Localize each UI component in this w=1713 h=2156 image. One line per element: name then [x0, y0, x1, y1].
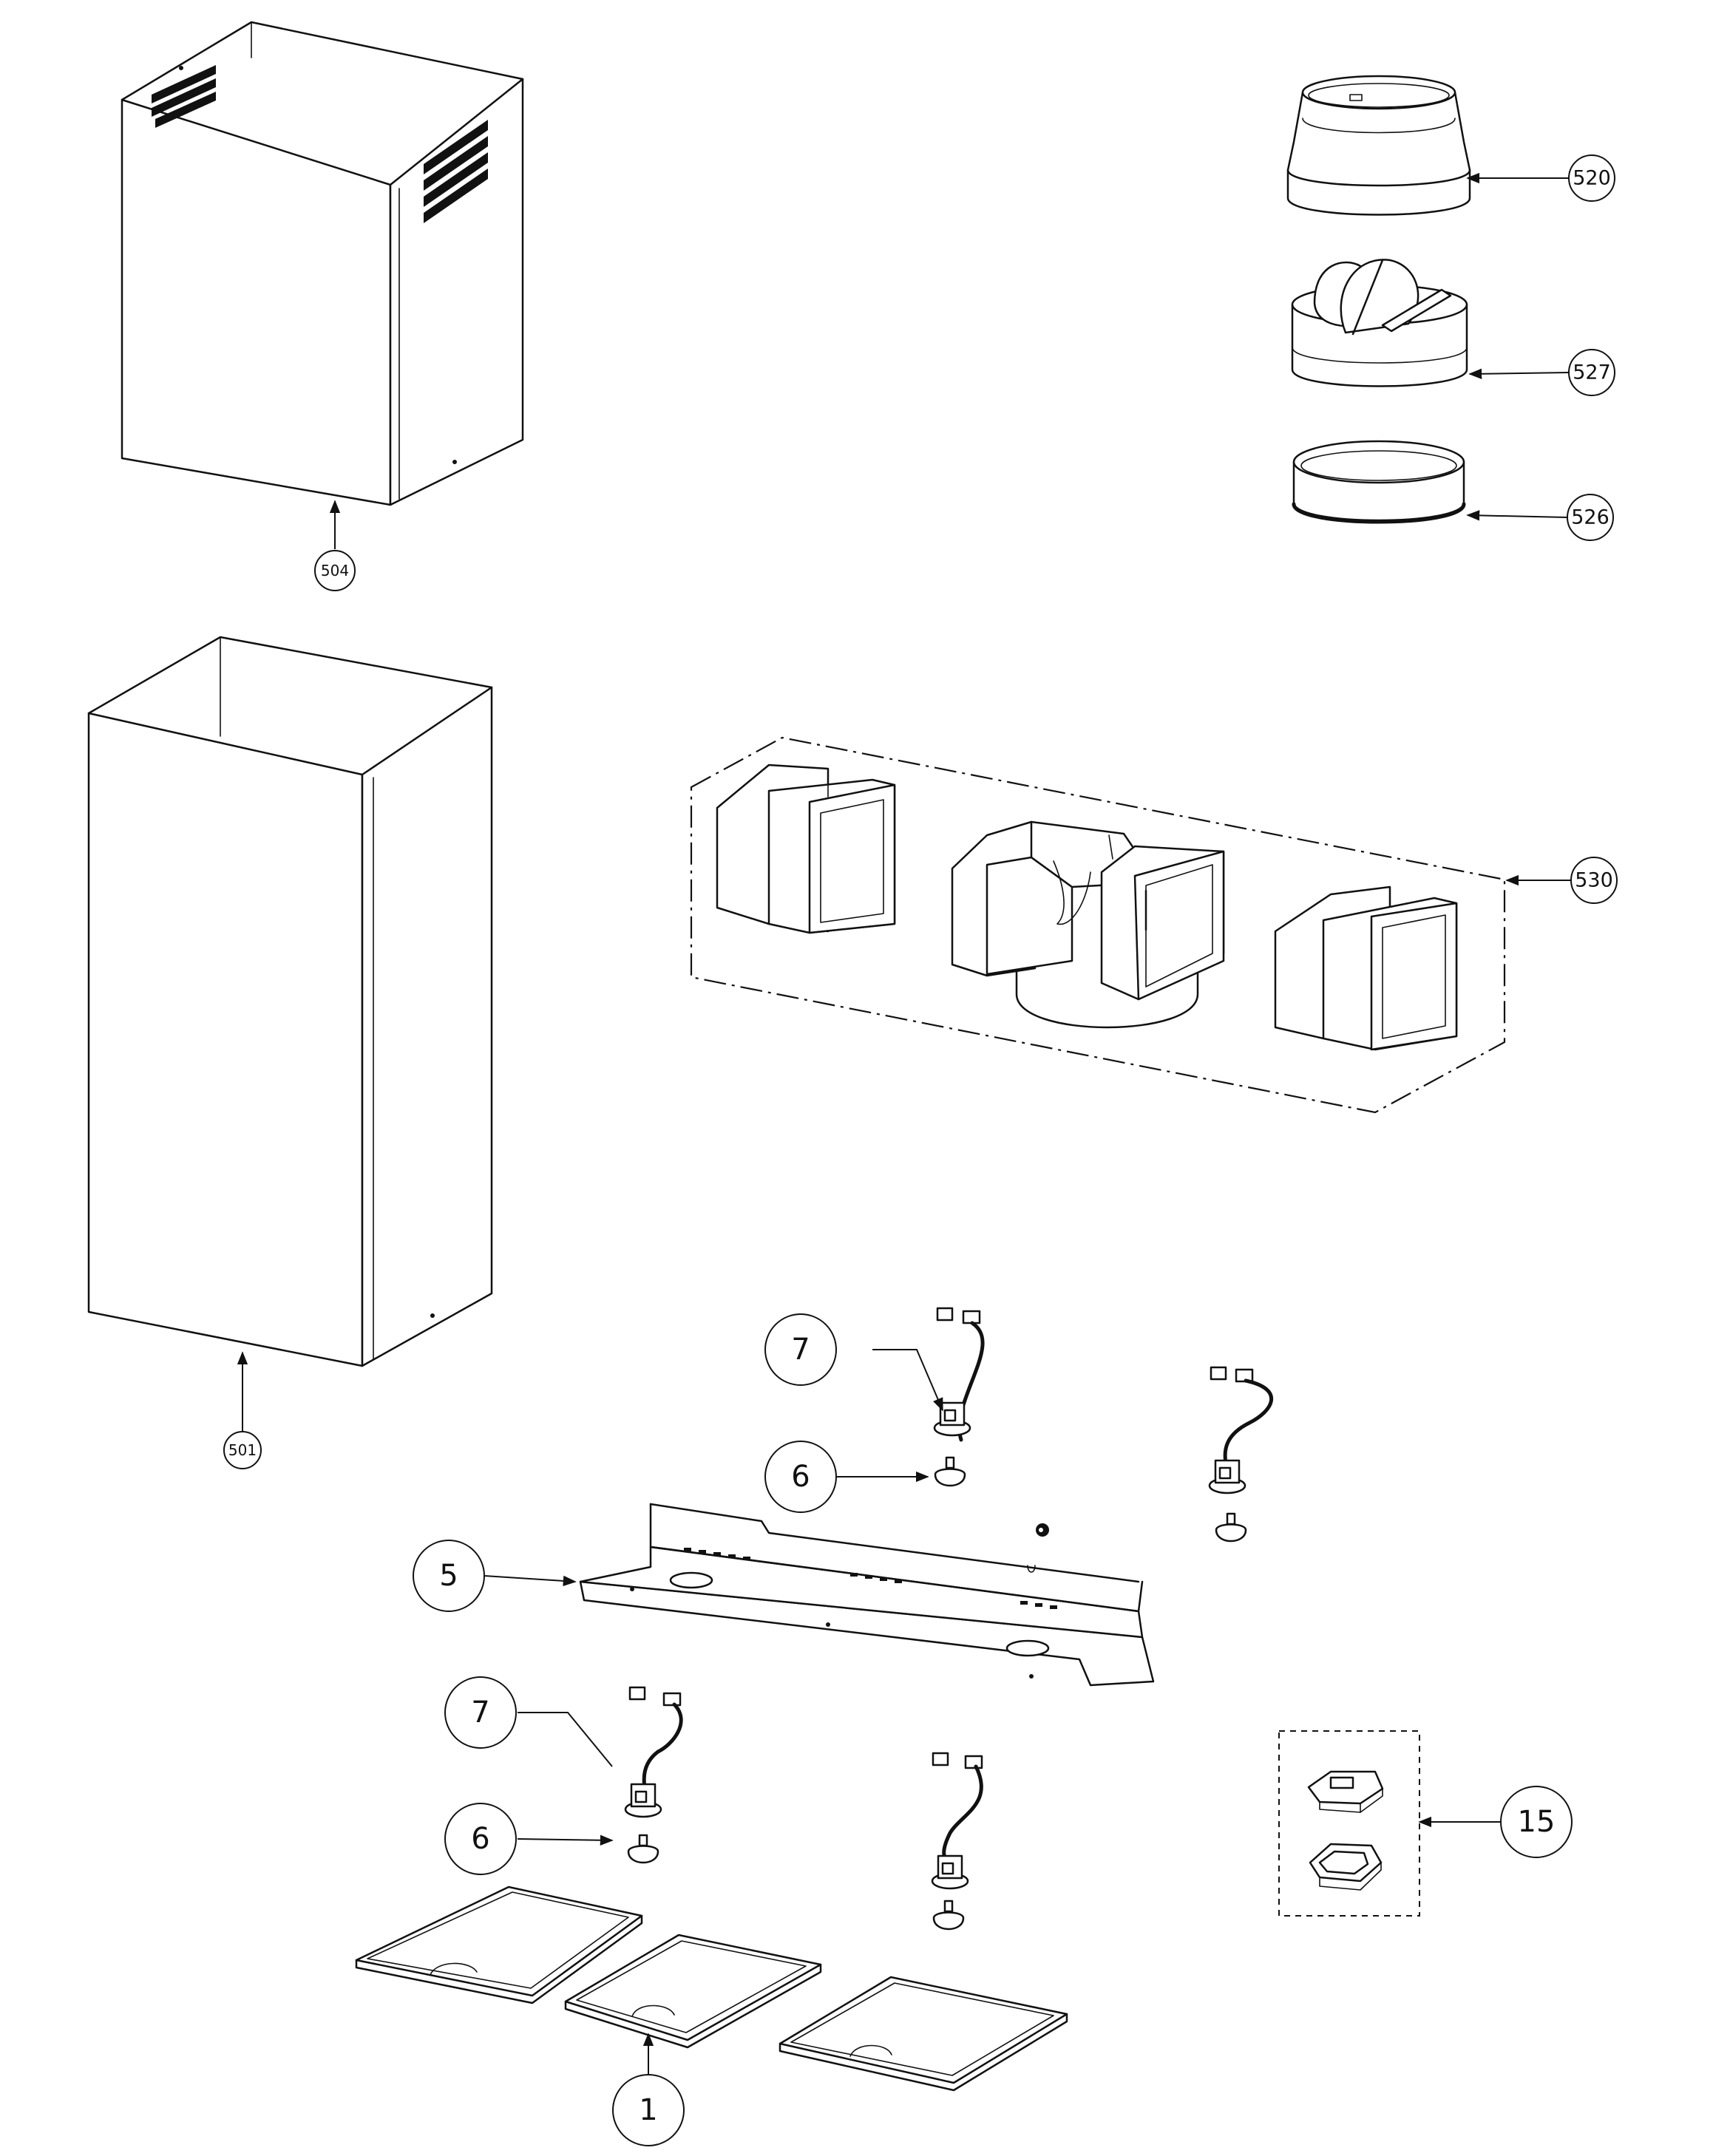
- lamp-holder-bottom-right: [931, 1752, 983, 1890]
- callout-label: 6: [471, 1822, 489, 1856]
- lower-chimney-cover-501: [87, 636, 493, 1367]
- switch-module-15: [1278, 1730, 1420, 1917]
- callout-label: 15: [1518, 1805, 1556, 1839]
- callout-504: 504: [314, 550, 356, 591]
- left-vent-slots: [152, 65, 216, 128]
- switch-module-top: [1307, 1770, 1384, 1813]
- callout-label: 1: [639, 2093, 657, 2127]
- callout-label: 6: [791, 1460, 810, 1494]
- bulb-bottom-right: [932, 1900, 965, 1931]
- callout-520: 520: [1568, 154, 1615, 202]
- duct-piece-right: [1274, 885, 1458, 1051]
- callout-7-lower: 7: [444, 1676, 517, 1749]
- callout-label: 5: [439, 1559, 458, 1593]
- callout-7-upper: 7: [764, 1313, 837, 1386]
- callout-label: 527: [1573, 361, 1611, 384]
- callout-5: 5: [413, 1540, 485, 1612]
- callout-label: 7: [791, 1333, 810, 1367]
- callout-530: 530: [1570, 857, 1618, 904]
- duct-kit-530: [690, 736, 1506, 1114]
- callout-526: 526: [1567, 494, 1614, 541]
- bulb-top-center: [934, 1456, 966, 1487]
- callout-label: 520: [1573, 167, 1611, 190]
- callout-label: 526: [1571, 506, 1609, 529]
- bulb-bottom-left: [627, 1834, 659, 1864]
- lamp-holder-top-center: [933, 1307, 985, 1442]
- backdraft-damper-527: [1291, 259, 1468, 387]
- callout-label: 501: [228, 1441, 257, 1459]
- callout-6-lower: 6: [444, 1803, 517, 1875]
- switch-module-bottom: [1309, 1843, 1383, 1891]
- collar-ring-526: [1292, 440, 1466, 524]
- bracket-slots: [684, 1548, 1057, 1609]
- duct-piece-center-adapter: [951, 820, 1225, 1029]
- grease-filter-right: [779, 1976, 1068, 2092]
- callout-label: 504: [321, 562, 349, 579]
- callout-6-upper: 6: [764, 1441, 837, 1513]
- callout-label: 530: [1575, 869, 1613, 892]
- bulb-top-right: [1215, 1512, 1247, 1543]
- grease-filter-left: [355, 1885, 643, 2004]
- upper-chimney-cover-504: [121, 21, 524, 506]
- leader-lines: [237, 172, 1570, 2075]
- grease-filter-center: [564, 1934, 822, 2049]
- lamp-holder-top-right: [1208, 1366, 1273, 1494]
- callout-527: 527: [1568, 349, 1615, 396]
- right-vent-slots: [424, 120, 488, 223]
- callout-501: 501: [223, 1431, 262, 1469]
- reducer-ring-520: [1286, 75, 1471, 216]
- lamp-holder-bottom-left: [624, 1686, 683, 1818]
- light-bracket-5: [579, 1503, 1155, 1687]
- callout-1: 1: [612, 2074, 685, 2146]
- callout-label: 7: [471, 1696, 489, 1730]
- callout-15: 15: [1500, 1786, 1573, 1858]
- duct-piece-left: [716, 764, 896, 934]
